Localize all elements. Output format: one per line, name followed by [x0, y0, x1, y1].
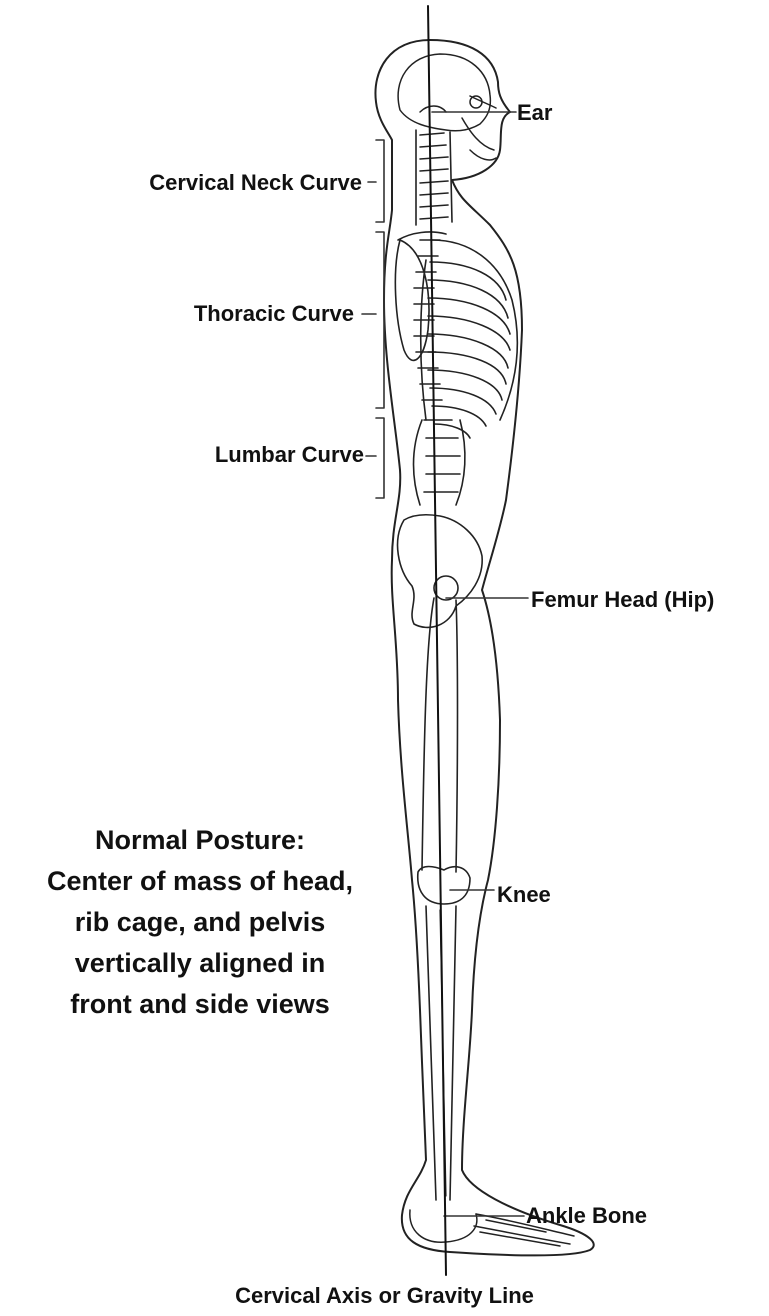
- caption-line: vertically aligned in: [0, 943, 400, 984]
- label-femur-head: Femur Head (Hip): [531, 587, 714, 613]
- label-ear: Ear: [517, 100, 552, 126]
- knee-joint: [418, 867, 470, 905]
- gravity-line: [428, 6, 446, 1275]
- body-outline: [375, 40, 593, 1256]
- caption-line: rib cage, and pelvis: [0, 902, 400, 943]
- label-knee: Knee: [497, 882, 551, 908]
- scapula: [395, 240, 429, 360]
- caption-line: Normal Posture:: [0, 820, 400, 861]
- gravity-line-title: Cervical Axis or Gravity Line: [0, 1283, 769, 1309]
- label-ankle-bone: Ankle Bone: [526, 1203, 647, 1229]
- femur-head: [434, 576, 458, 600]
- cervical-vertebrae: [416, 130, 452, 225]
- posture-caption: Normal Posture: Center of mass of head, …: [0, 820, 400, 1025]
- caption-line: front and side views: [0, 984, 400, 1025]
- pelvis: [398, 515, 483, 628]
- label-thoracic-curve: Thoracic Curve: [120, 301, 354, 327]
- label-cervical-neck-curve: Cervical Neck Curve: [70, 170, 362, 196]
- rib-cage: [421, 240, 518, 438]
- label-lumbar-curve: Lumbar Curve: [150, 442, 364, 468]
- leader-lines: [362, 112, 528, 1216]
- skull: [398, 54, 490, 131]
- caption-line: Center of mass of head,: [0, 861, 400, 902]
